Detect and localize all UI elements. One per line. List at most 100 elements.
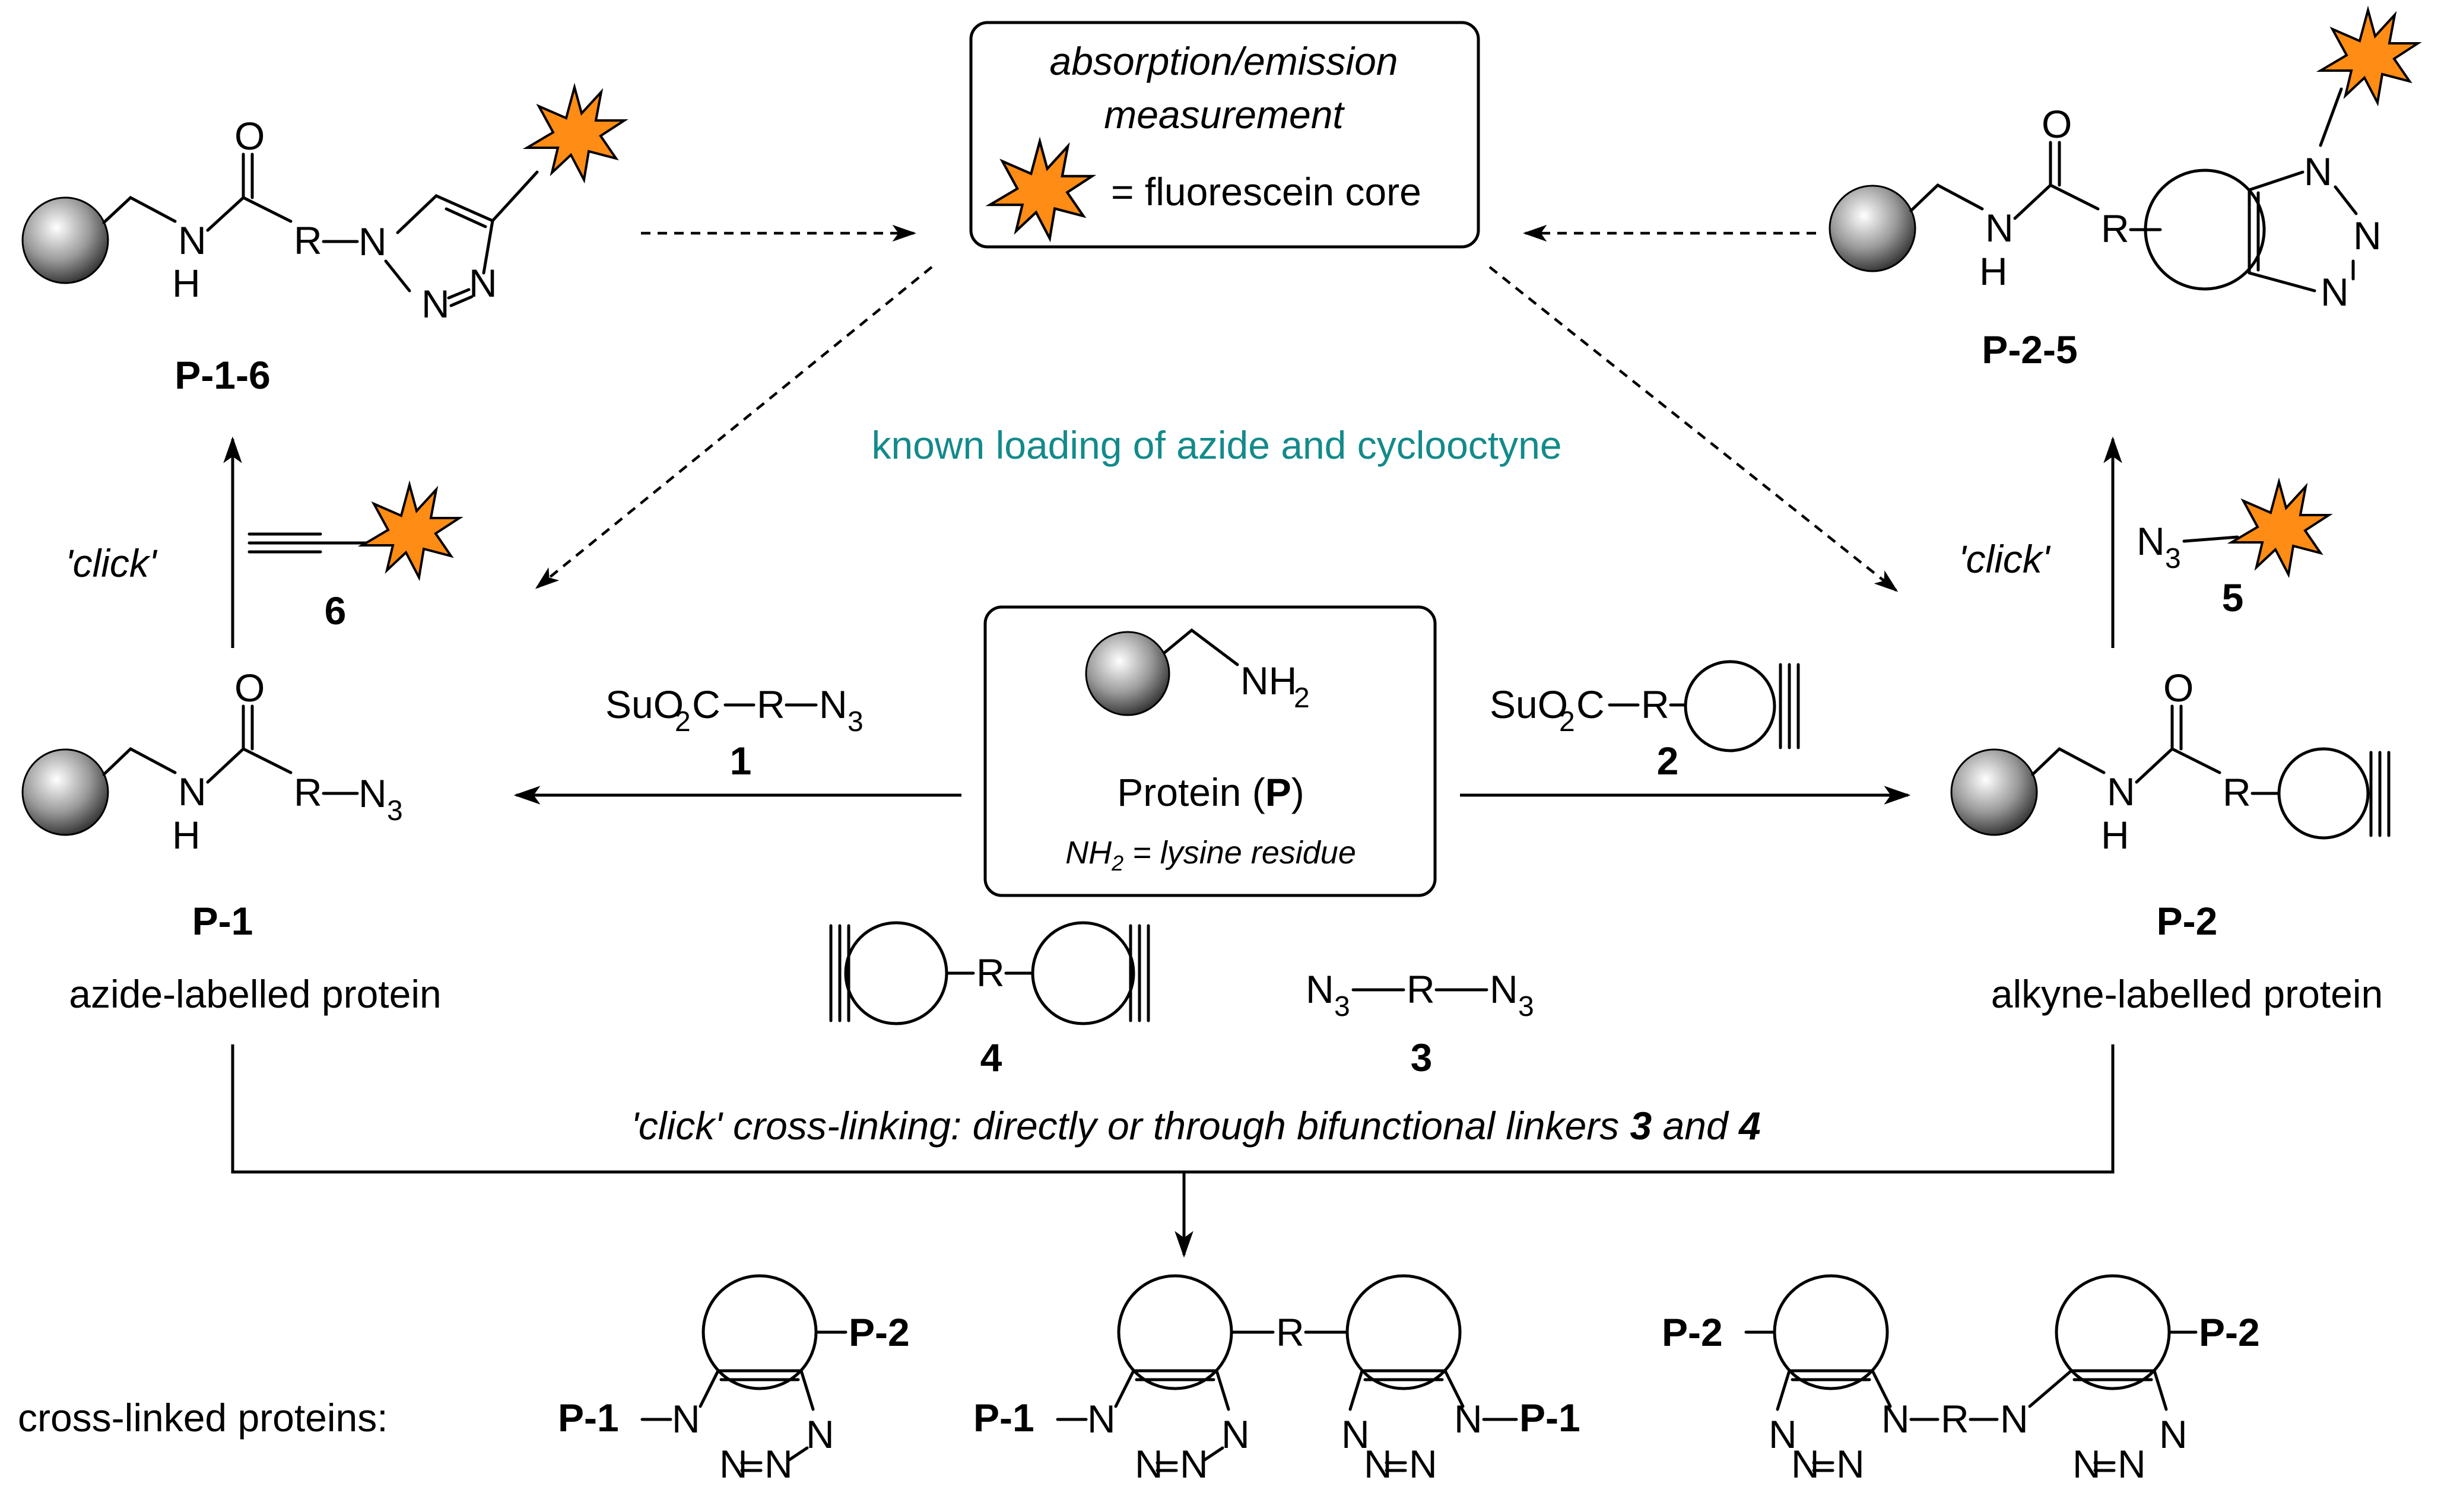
linker-3-number: 3 [1411,1035,1433,1079]
svg-text:P-2: P-2 [849,1310,910,1354]
svg-text:N: N [2321,270,2349,314]
linker-4: R 4 [829,921,1150,1079]
reagent-5-number: 5 [2222,576,2244,620]
svg-text:N: N [2000,1397,2029,1441]
crosslinked-product-c: P-2 N N N N R N N N N P-2 [1662,1274,2260,1486]
protein-box: NH 2 Protein (P) NH2 = lysine residue [983,605,1437,897]
reagent-6: 6 [247,480,464,633]
fluorescein-star-icon [985,136,1097,243]
svg-text:N: N [672,1397,700,1441]
svg-text:R: R [1276,1310,1304,1354]
svg-text:R: R [2223,770,2251,814]
svg-text:N: N [1490,967,1518,1011]
protein-name: Protein (P) [1117,770,1304,814]
svg-text:N: N [1221,1412,1250,1456]
label-p-2-5: P-2-5 [1982,328,2077,371]
svg-text:N: N [1881,1397,1910,1441]
svg-text:N: N [358,220,387,263]
caption-p-1: azide-labelled protein [69,972,441,1016]
structure-p-2: N H O R P-2 alkyne-labelled protein [1950,666,2391,1016]
svg-text:N: N [2137,519,2165,563]
reagent-2: SuO 2 C R 2 [1490,660,1800,783]
star-p25-icon [2316,5,2422,107]
svg-text:N: N [1985,206,2014,250]
linker-3: N 3 R N 3 3 [1306,967,1534,1079]
svg-text:P-2: P-2 [2199,1310,2260,1354]
svg-text:H: H [172,813,201,857]
svg-text:N: N [2107,770,2135,814]
svg-text:N: N [2159,1412,2188,1456]
svg-text:N: N [469,261,497,305]
svg-text:R: R [1641,682,1669,726]
svg-text:N: N [178,770,207,814]
reagent-2-number: 2 [1657,739,1679,783]
reagent-5: N 3 5 [2137,477,2333,620]
measurement-box: absorption/emission measurement = fluore… [969,21,1480,249]
label-p-2: P-2 [2157,899,2218,943]
svg-text:N: N [764,1442,793,1486]
click-label-right: 'click' [1958,537,2051,581]
svg-text:P-1: P-1 [973,1396,1034,1440]
protein-note: NH2 = lysine residue [1065,835,1356,875]
svg-text:C: C [692,682,720,726]
svg-text:N: N [1087,1397,1116,1441]
svg-text:SuO: SuO [605,682,684,726]
svg-text:O: O [2163,666,2194,710]
svg-text:O: O [2042,102,2072,146]
dash-arrow-box-to-p1 [535,266,933,589]
svg-text:N: N [1341,1412,1370,1456]
svg-text:R: R [976,951,1005,995]
dash-arrow-box-to-p2 [1488,266,1899,592]
svg-text:3: 3 [2165,543,2181,574]
svg-text:P-1: P-1 [1519,1396,1580,1440]
svg-text:R: R [294,770,322,814]
label-p-1-6: P-1-6 [174,353,270,397]
svg-text:N: N [358,771,387,815]
svg-text:N: N [178,218,207,262]
svg-text:R: R [1407,967,1435,1011]
svg-text:R: R [2101,207,2129,250]
svg-text:H: H [2101,813,2129,857]
structure-p-2-5: N H O R N N N P-2-5 [1829,5,2422,371]
svg-text:N: N [1409,1442,1437,1486]
svg-text:P-1: P-1 [558,1396,619,1440]
svg-text:NH: NH [1240,659,1297,703]
svg-text:C: C [1576,682,1605,726]
reagent-6-number: 6 [325,589,347,633]
svg-text:N: N [421,282,450,326]
measure-line1: absorption/emission [1050,39,1398,83]
svg-text:N: N [1306,967,1334,1011]
svg-text:N: N [1769,1412,1797,1456]
svg-text:3: 3 [387,795,403,827]
svg-text:R: R [757,682,785,726]
svg-text:N: N [2353,214,2382,258]
crosslinked-label: cross-linked proteins: [18,1396,388,1440]
svg-text:H: H [1979,249,2008,293]
svg-text:H: H [172,261,201,305]
svg-text:2: 2 [675,706,691,738]
svg-text:SuO: SuO [1490,682,1568,726]
svg-text:N: N [2304,150,2332,193]
svg-text:N: N [819,682,847,726]
star-6-icon [357,480,464,582]
svg-text:P-2: P-2 [1662,1310,1723,1354]
svg-text:N: N [1180,1442,1208,1486]
svg-text:O: O [234,114,265,158]
svg-text:N: N [2118,1442,2146,1486]
svg-text:2: 2 [1294,682,1310,714]
svg-text:3: 3 [1334,991,1350,1022]
star-p16-icon [522,82,628,184]
svg-text:N: N [806,1412,834,1456]
star-5-icon [2227,477,2333,579]
svg-text:2: 2 [1559,706,1575,738]
svg-text:R: R [1941,1397,1969,1441]
label-p-1: P-1 [192,899,253,943]
measure-line2: measurement [1104,93,1345,136]
structure-p-1-6: N H O R N N N P-1-6 [21,82,628,397]
svg-text:N: N [1454,1397,1483,1441]
caption-p-2: alkyne-labelled protein [1991,972,2383,1016]
reagent-1-number: 1 [730,739,752,783]
linker-4-number: 4 [980,1035,1002,1079]
crosslink-bracket [231,1044,2115,1174]
